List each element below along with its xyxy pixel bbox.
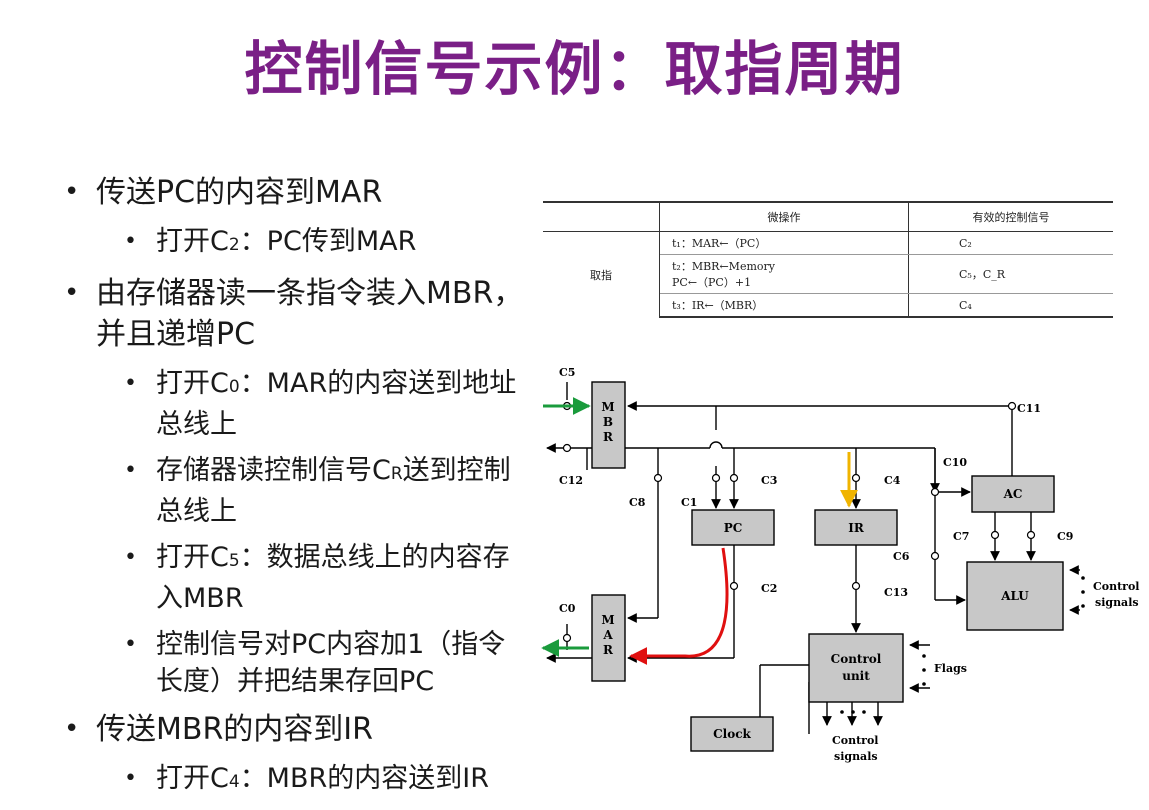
alu-block (966, 561, 1064, 631)
signal-c12: C12 (559, 474, 583, 487)
clock-label: Clock (713, 727, 751, 741)
signal-c5: C5 (559, 366, 575, 379)
signal-c13: C13 (884, 586, 908, 599)
signal-c7: C7 (953, 530, 969, 543)
control-unit-label-2: unit (842, 669, 870, 683)
table-mop-cell: t₃：IR←（MBR） (659, 293, 909, 318)
bullet-2-3: 打开C5：数据总线上的内容存入MBR (60, 539, 530, 617)
control-unit-label-1: Control (831, 652, 882, 666)
table-stage-cell: 取指 (543, 231, 660, 317)
signal-c4: C4 (884, 474, 901, 487)
table-mop-cell: t₁：MAR←（PC） (659, 231, 909, 255)
control-unit-block (808, 633, 904, 703)
signal-c11: C11 (1017, 402, 1041, 415)
signal-c10: C10 (943, 456, 967, 469)
clock-block (690, 716, 774, 752)
signal-c9: C9 (1057, 530, 1073, 543)
table-row: 取指 t₁：MAR←（PC） C₂ (543, 231, 1113, 317)
alu-label: ALU (1000, 589, 1029, 603)
table-signal-cell: C₂ (908, 231, 1113, 255)
table-header-signals: 有效的控制信号 (908, 201, 1113, 232)
ac-block (971, 475, 1055, 513)
control-signals-bottom-2: signals (834, 750, 878, 763)
table-header-stage (543, 201, 660, 232)
signal-c3: C3 (761, 474, 777, 487)
signal-c0: C0 (559, 602, 576, 615)
bullet-2-4: 控制信号对PC内容加1（指令长度）并把结果存回PC (60, 626, 530, 700)
signal-c2: C2 (761, 582, 777, 595)
ir-block (814, 509, 898, 546)
table-signal-cell: C₅，C_R (908, 254, 1113, 294)
flags-label: Flags (934, 662, 967, 675)
mar-block (591, 594, 626, 682)
signal-c6: C6 (893, 550, 910, 563)
bullet-3-1: 打开C4：MBR的内容送到IR (60, 760, 530, 801)
red-arrow (629, 547, 729, 665)
signal-c8: C8 (629, 496, 646, 509)
mbr-block (591, 381, 626, 469)
micro-op-table: 微操作 有效的控制信号 取指 t₁：MAR←（PC） C₂ t₂：MBR←Mem… (543, 201, 1113, 318)
bullet-1-1: 打开C2：PC传到MAR (60, 223, 530, 264)
ac-label: AC (1003, 487, 1023, 501)
table-header-mop: 微操作 (659, 201, 909, 232)
bullet-2-2: 存储器读控制信号CR送到控制总线上 (60, 452, 530, 530)
bullet-2-1: 打开C0：MAR的内容送到地址总线上 (60, 365, 530, 443)
control-signals-right-2: signals (1095, 596, 1139, 609)
page-title: 控制信号示例：取指周期 (244, 35, 905, 103)
bullet-1: 传送PC的内容到MAR (60, 172, 530, 213)
table-signal-cell: C₄ (908, 293, 1113, 318)
ir-label: IR (848, 521, 865, 535)
control-signals-right-1: Control (1093, 580, 1139, 593)
pc-label: PC (724, 521, 743, 535)
table-row: t₃：IR←（MBR） C₄ (543, 293, 1113, 318)
bullet-list: 传送PC的内容到MAR 打开C2：PC传到MAR 由存储器读一条指令装入MBR，… (60, 172, 530, 810)
bullet-2: 由存储器读一条指令装入MBR，并且递增PC (60, 273, 530, 355)
signal-c1: C1 (681, 496, 697, 509)
control-signals-bottom-1: Control (832, 734, 878, 747)
bullet-3: 传送MBR的内容到IR (60, 709, 530, 750)
pc-block (691, 509, 775, 546)
